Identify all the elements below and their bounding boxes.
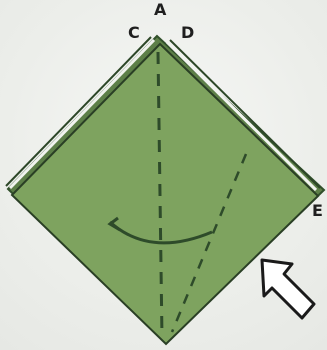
point-label-d: D	[181, 25, 194, 41]
point-label-a: A	[154, 2, 166, 18]
paper-square	[12, 44, 318, 344]
point-label-c: C	[128, 25, 140, 41]
push-arrow-icon	[262, 260, 314, 318]
point-label-e: E	[312, 203, 323, 219]
